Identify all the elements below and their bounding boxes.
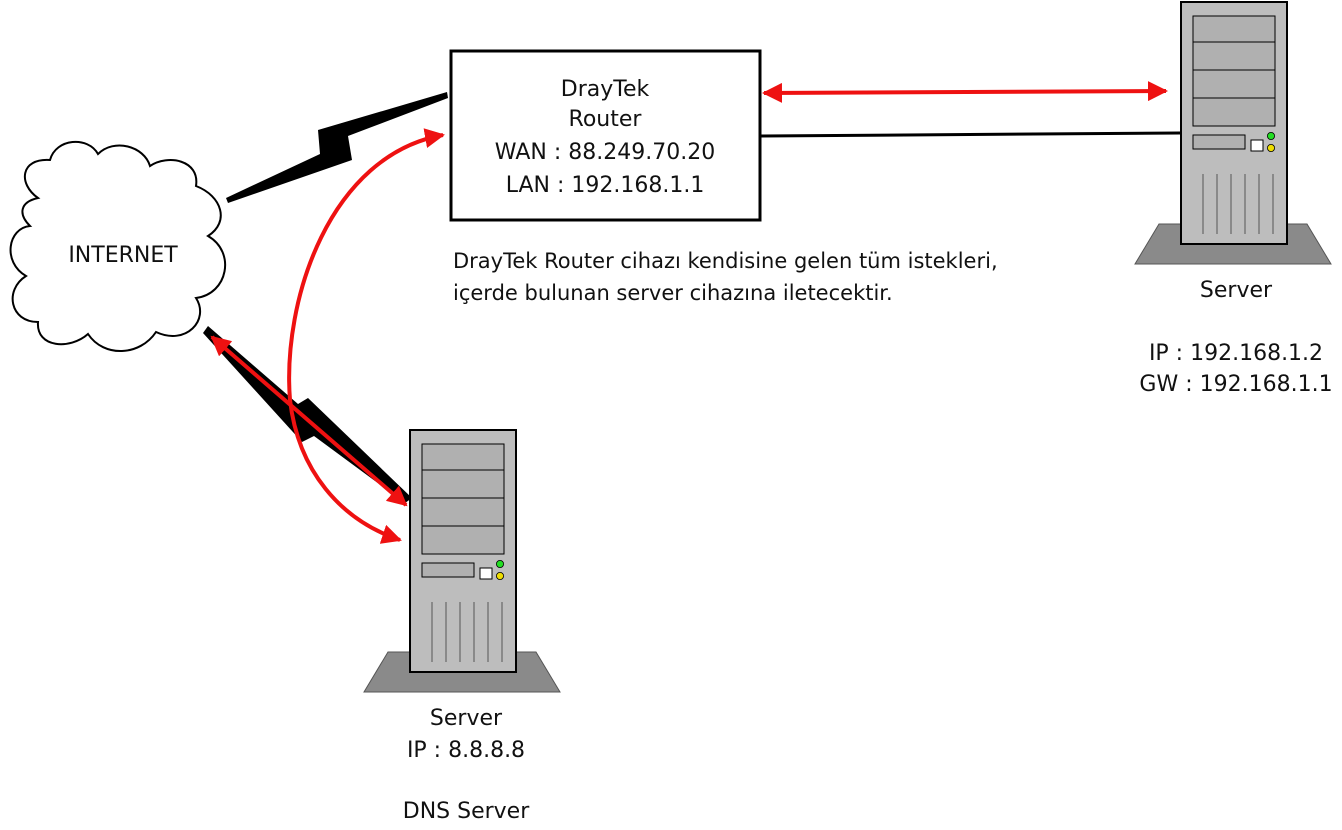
note-line2: içerde bulunan server cihazına iletecekt… bbox=[453, 281, 893, 305]
router-server-link bbox=[759, 131, 1181, 138]
router-dns-flow-arrow bbox=[287, 128, 445, 544]
dns-server-label: Server bbox=[430, 706, 503, 731]
server-icon bbox=[363, 429, 561, 693]
internet-dns-link bbox=[203, 326, 412, 503]
dns-server-ip: IP : 8.8.8.8 bbox=[407, 738, 525, 763]
router-wan: WAN : 88.249.70.20 bbox=[495, 140, 715, 165]
note-line1: DrayTek Router cihazı kendisine gelen tü… bbox=[453, 249, 998, 273]
router-lan: LAN : 192.168.1.1 bbox=[506, 173, 705, 198]
router-server-flow-arrow bbox=[762, 81, 1168, 103]
internet-label: INTERNET bbox=[68, 243, 178, 268]
local-server-gw: GW : 192.168.1.1 bbox=[1139, 372, 1332, 397]
router-name-line1: DrayTek bbox=[561, 77, 650, 102]
router-box bbox=[449, 49, 762, 222]
router-name-line2: Router bbox=[569, 107, 643, 132]
local-server-label: Server bbox=[1200, 278, 1273, 303]
dns-server-role: DNS Server bbox=[403, 799, 530, 824]
internet-dns-flow-arrow bbox=[210, 335, 408, 507]
dns-server bbox=[363, 429, 561, 693]
internet-router-link bbox=[226, 92, 448, 203]
local-server-ip: IP : 192.168.1.2 bbox=[1149, 341, 1323, 366]
cloud-icon bbox=[9, 140, 226, 352]
